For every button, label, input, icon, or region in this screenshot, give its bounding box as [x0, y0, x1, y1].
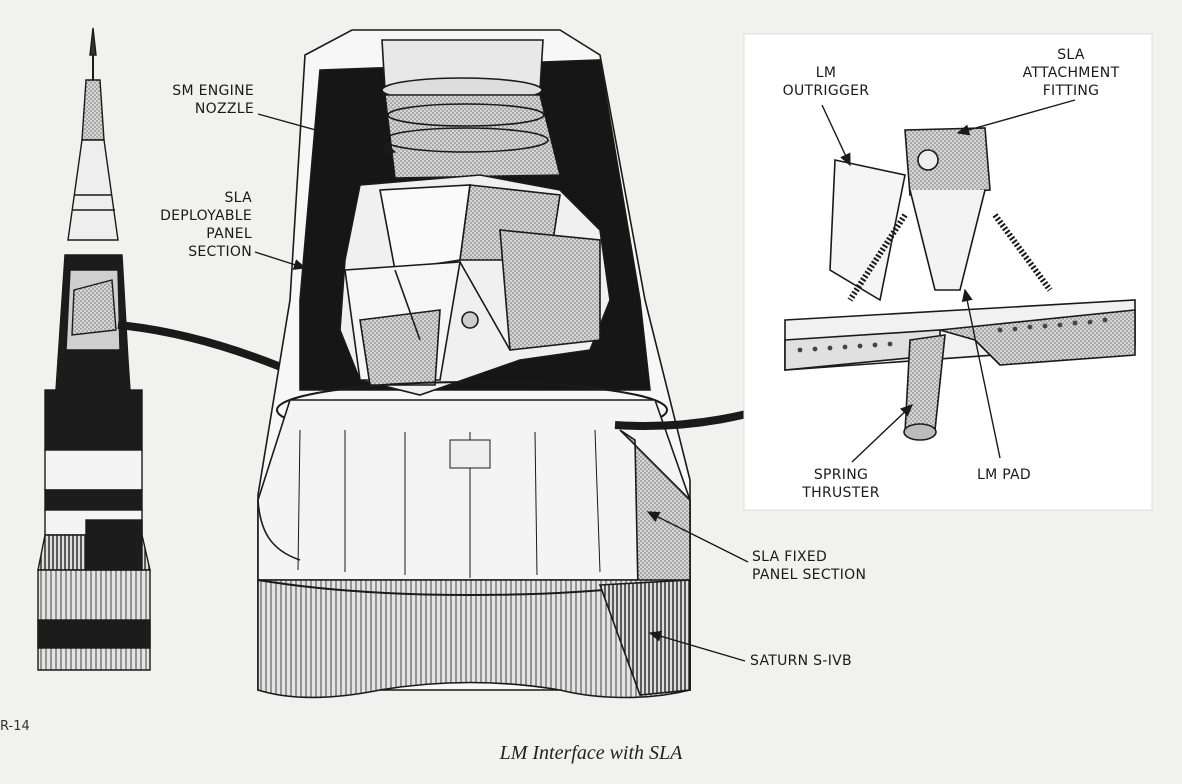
- label-sla-deployable-panel-section: SLA DEPLOYABLE PANEL SECTION: [160, 190, 252, 260]
- figure-id: R-14: [0, 719, 30, 734]
- label-sla-fixed-panel-section: SLA FIXED PANEL SECTION: [752, 549, 867, 583]
- rocket-cutaway-window: [57, 254, 129, 361]
- saturn-v-rocket: [37, 27, 151, 671]
- lunar-module: [339, 174, 611, 396]
- label-sm-engine-nozzle: SM ENGINE NOZZLE: [172, 83, 254, 117]
- label-spring-thruster: SPRING THRUSTER: [802, 467, 880, 501]
- sla-adapter-cutaway: [257, 29, 691, 699]
- label-lm-pad: LM PAD: [976, 467, 1032, 483]
- arrow-rocket-to-sla: [117, 321, 302, 379]
- label-lm-outrigger: LM OUTRIGGER: [782, 65, 870, 99]
- saturn-sivb-stage: [257, 579, 691, 699]
- detail-inset: [743, 33, 1153, 511]
- label-sla-attachment-fitting: SLA ATTACHMENT FITTING: [1022, 47, 1120, 99]
- leader-lines: [254, 99, 1076, 662]
- label-saturn-sivb: SATURN S-IVB: [750, 653, 852, 669]
- figure-caption: LM Interface with SLA: [499, 742, 683, 764]
- sm-engine-nozzle: [381, 39, 562, 179]
